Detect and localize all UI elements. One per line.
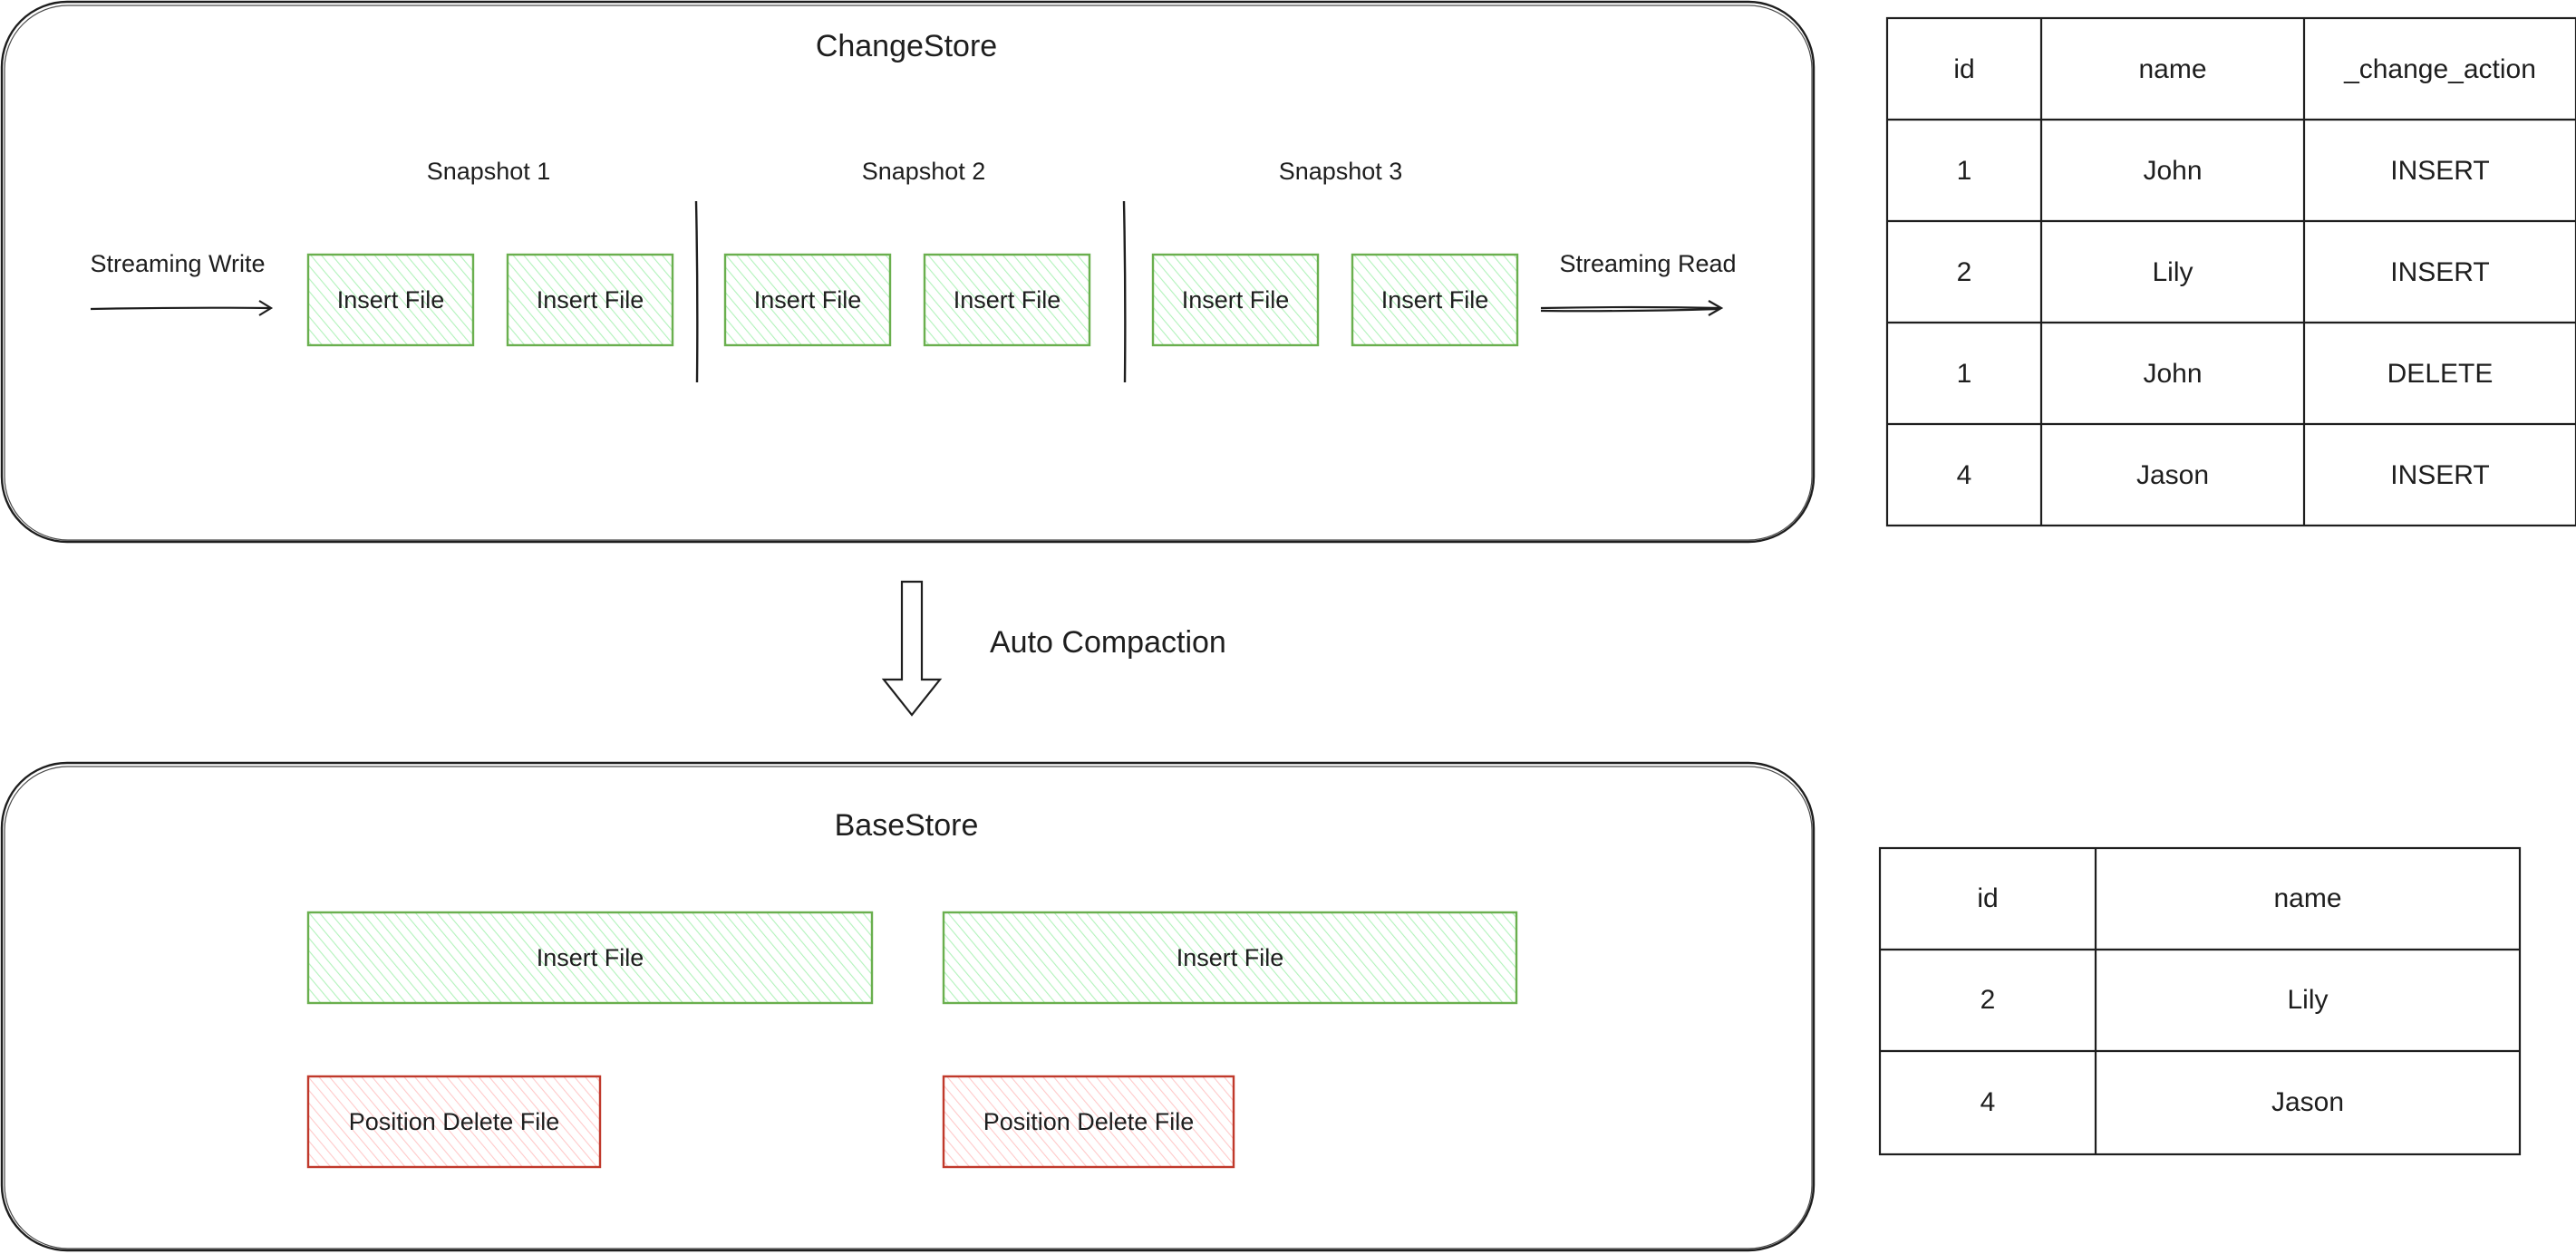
insert-file-label: Insert File <box>954 286 1061 314</box>
change-table-cell: INSERT <box>2390 460 2489 490</box>
change-table-cell: Jason <box>2136 460 2209 490</box>
base-table-grid <box>1878 846 2522 1156</box>
streaming-read-label: Streaming Read <box>1559 250 1736 277</box>
base-table-header-cell: id <box>1977 883 1998 913</box>
snapshot-divider-1 <box>694 200 699 383</box>
insert-file-label: Insert File <box>1381 286 1489 314</box>
change-table-cell: John <box>2143 156 2202 186</box>
change-table-cell: 2 <box>1957 257 1972 287</box>
change-store-container <box>0 0 1816 544</box>
insert-file-box <box>942 911 1518 1005</box>
change-table-cell: INSERT <box>2390 257 2489 287</box>
insert-file-box <box>723 253 892 347</box>
position-delete-file-label: Position Delete File <box>983 1108 1195 1135</box>
change-table-cell: DELETE <box>2387 359 2494 389</box>
change-table-cell: Lily <box>2152 257 2193 287</box>
insert-file-box <box>306 911 874 1005</box>
position-delete-file-label: Position Delete File <box>349 1108 560 1135</box>
streaming-write-arrow <box>90 300 274 316</box>
snapshot-divider-2 <box>1122 200 1127 383</box>
insert-file-label: Insert File <box>537 286 644 314</box>
insert-file-label: Insert File <box>537 944 644 971</box>
base-table-cell: 2 <box>1980 985 1996 1015</box>
base-table: id name 2 Lily 4 Jason <box>1878 846 2522 1156</box>
change-table-cell: 4 <box>1957 460 1972 490</box>
change-table-cell: 1 <box>1957 359 1972 389</box>
change-table: id name _change_action 1 John INSERT 2 L… <box>1885 16 2576 527</box>
position-delete-file-box <box>942 1075 1235 1169</box>
insert-file-label: Insert File <box>1177 944 1284 971</box>
base-table-cell: Lily <box>2287 985 2328 1015</box>
compaction-arrow <box>881 580 943 717</box>
base-store-container <box>0 761 1816 1252</box>
streaming-read-arrow <box>1540 300 1724 316</box>
change-table-grid <box>1885 16 2576 527</box>
change-table-cell: INSERT <box>2390 156 2489 186</box>
auto-compaction-label: Auto Compaction <box>990 625 1226 660</box>
insert-file-label: Insert File <box>754 286 862 314</box>
change-table-header-cell: name <box>2138 54 2206 84</box>
change-table-header-cell: _change_action <box>2343 54 2536 84</box>
base-store-title: BaseStore <box>835 808 979 843</box>
snapshot-3-label: Snapshot 3 <box>1279 158 1403 185</box>
insert-file-box <box>1351 253 1519 347</box>
snapshot-1-label: Snapshot 1 <box>427 158 551 185</box>
insert-file-label: Insert File <box>1182 286 1290 314</box>
change-table-cell: 1 <box>1957 156 1972 186</box>
base-table-header-cell: name <box>2273 883 2341 913</box>
base-table-cell: Jason <box>2271 1087 2344 1117</box>
change-table-cell: John <box>2143 359 2202 389</box>
insert-file-box <box>506 253 674 347</box>
position-delete-file-box <box>306 1075 602 1169</box>
change-store-title: ChangeStore <box>816 29 997 63</box>
insert-file-box <box>923 253 1091 347</box>
insert-file-label: Insert File <box>337 286 445 314</box>
change-table-header-cell: id <box>1953 54 1974 84</box>
insert-file-box <box>1151 253 1320 347</box>
insert-file-box <box>306 253 475 347</box>
streaming-write-label: Streaming Write <box>90 250 265 277</box>
base-table-cell: 4 <box>1980 1087 1996 1117</box>
snapshot-2-label: Snapshot 2 <box>862 158 986 185</box>
